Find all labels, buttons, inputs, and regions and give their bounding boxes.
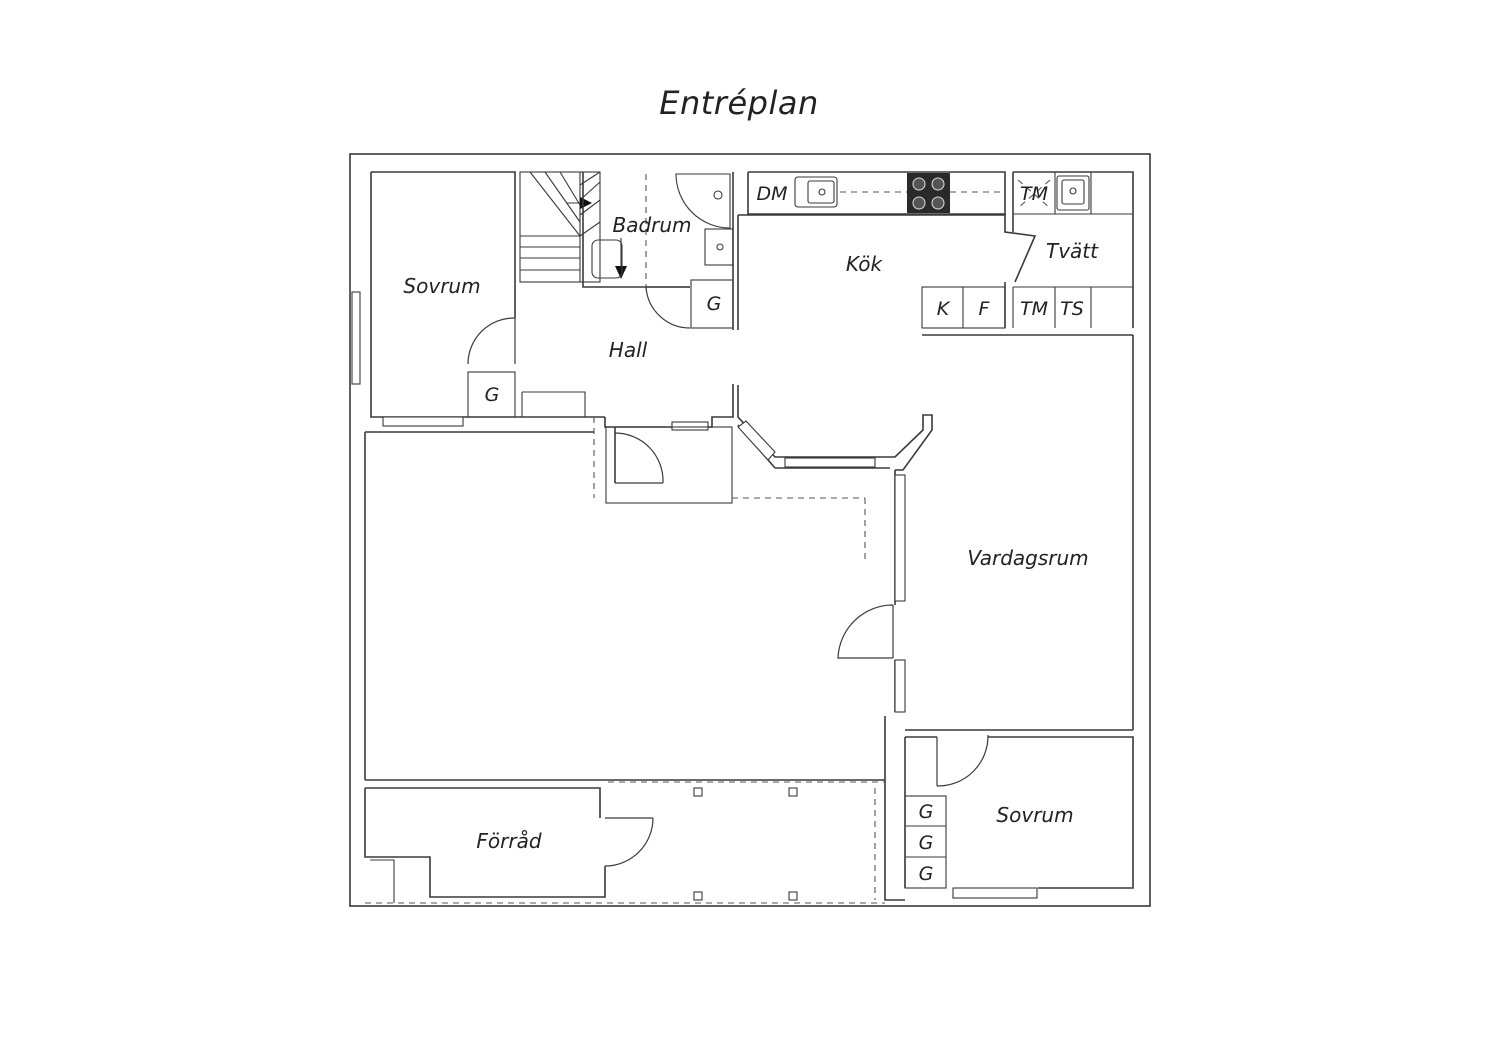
storage <box>364 787 654 903</box>
door <box>614 432 664 484</box>
room-label-tvatt: Tvätt <box>1046 239 1099 263</box>
window <box>894 474 906 602</box>
appliance-tm-bottom: TM <box>1020 298 1048 320</box>
door <box>837 604 894 659</box>
stove <box>907 173 950 213</box>
appliance-g-bath: G <box>707 293 722 315</box>
room-label-kok: Kök <box>846 252 884 276</box>
door <box>467 317 516 365</box>
arrow-down-icon <box>615 266 627 279</box>
window <box>737 420 776 461</box>
appliance-g-3: G <box>919 863 934 885</box>
living-wall <box>837 470 906 901</box>
door <box>645 286 691 329</box>
room-label-sovrum-top: Sovrum <box>403 274 480 298</box>
open-area <box>364 431 885 781</box>
living-room <box>905 335 1134 731</box>
window <box>894 659 906 713</box>
outer-wall <box>349 153 1151 907</box>
bathroom <box>582 172 734 329</box>
appliance-g-hall: G <box>485 384 500 406</box>
room-label-sovrum-bottom: Sovrum <box>996 803 1073 827</box>
window <box>952 887 1038 899</box>
carport <box>365 781 885 904</box>
window <box>784 457 876 468</box>
room-label-hall: Hall <box>609 338 648 362</box>
door <box>936 734 989 787</box>
appliance-f: F <box>979 298 991 320</box>
appliance-g-2: G <box>919 832 934 854</box>
room-label-forrad: Förråd <box>476 829 541 853</box>
bedroom-bottom-right <box>904 734 1134 899</box>
hall <box>467 371 866 560</box>
room-label-vardagsrum: Vardagsrum <box>967 546 1088 570</box>
appliance-g-1: G <box>919 801 934 823</box>
bay-window <box>737 385 933 471</box>
appliance-ts: TS <box>1060 298 1084 320</box>
staircase <box>519 171 627 283</box>
window <box>382 416 464 427</box>
fridge-freezer <box>921 286 1133 336</box>
door <box>604 817 654 867</box>
window <box>351 291 361 385</box>
appliance-k: K <box>937 298 951 320</box>
plan-title: Entréplan <box>659 84 819 122</box>
laundry <box>1012 171 1134 328</box>
window <box>671 421 709 431</box>
room-label-badrum: Badrum <box>612 213 691 237</box>
appliance-tm-top: TM <box>1020 183 1048 205</box>
appliance-dm: DM <box>756 183 787 205</box>
bedroom-top-left <box>351 171 516 427</box>
